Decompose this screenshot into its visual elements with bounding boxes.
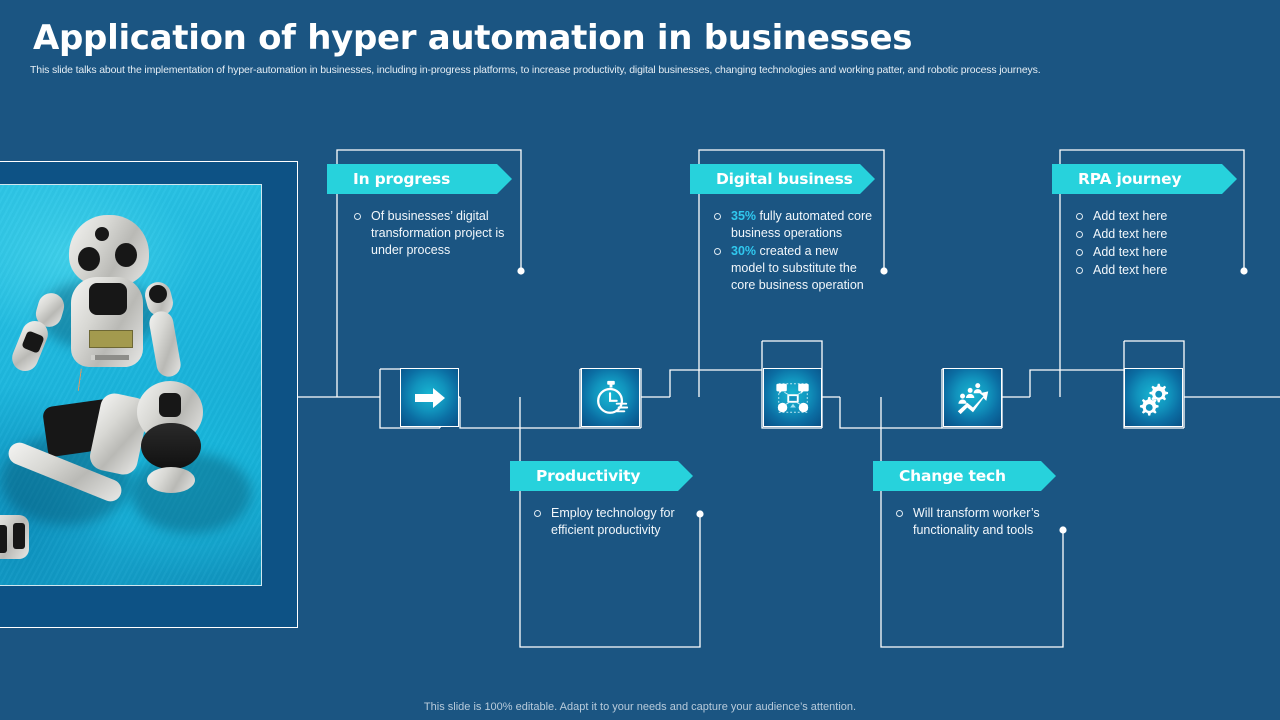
endpoint-dot bbox=[880, 267, 888, 275]
stage-label-text: In progress bbox=[353, 170, 451, 188]
footer-note: This slide is 100% editable. Adapt it to… bbox=[423, 701, 857, 713]
stage-label-digital-business[interactable]: Digital business bbox=[690, 164, 875, 194]
stage-label-productivity[interactable]: Productivity bbox=[510, 461, 693, 491]
stage-bullets-change-tech: Will transform worker’s functionality an… bbox=[892, 505, 1064, 540]
robot-vent bbox=[91, 355, 129, 360]
robot-sensor bbox=[95, 227, 109, 241]
stage-icon-productivity[interactable] bbox=[581, 368, 640, 427]
bullet-text: fully automated core business operations bbox=[731, 209, 873, 240]
bullet-text: Of businesses’ digital transformation pr… bbox=[371, 209, 505, 257]
stage-icon-change-tech[interactable] bbox=[943, 368, 1002, 427]
list-item: Add text here bbox=[1072, 244, 1237, 261]
robot-arm-right-joint bbox=[149, 285, 167, 303]
robot-foot-detail bbox=[13, 523, 25, 549]
stopwatch-icon bbox=[592, 379, 630, 417]
bullet-text: Add text here bbox=[1093, 244, 1168, 259]
robot-wheel-hub bbox=[159, 393, 181, 417]
bullet-text: Employ technology for efficient producti… bbox=[551, 506, 675, 537]
list-item: Add text here bbox=[1072, 262, 1237, 279]
robot-display bbox=[89, 330, 133, 348]
list-item: 35% fully automated core business operat… bbox=[710, 208, 875, 242]
bullet-text: Add text here bbox=[1093, 226, 1168, 241]
bullet-text: created a new model to substitute the co… bbox=[731, 243, 864, 292]
gears-icon bbox=[1135, 379, 1173, 417]
stage-icon-rpa-journey[interactable] bbox=[1124, 368, 1183, 427]
stage-label-text: Digital business bbox=[716, 170, 853, 188]
arrow-right-icon bbox=[413, 385, 447, 411]
robot-eye-right bbox=[115, 243, 137, 267]
growth-people-icon bbox=[954, 379, 992, 417]
list-item: Add text here bbox=[1072, 208, 1237, 225]
stage-bullets-digital-business: 35% fully automated core business operat… bbox=[710, 208, 875, 294]
bullet-percent: 35% bbox=[731, 209, 757, 223]
list-item: 30% created a new model to substitute th… bbox=[710, 243, 875, 294]
stage-bullets-in-progress: Of businesses’ digital transformation pr… bbox=[350, 208, 515, 260]
bullet-percent: 30% bbox=[731, 243, 757, 258]
robot-chest-panel bbox=[89, 283, 127, 315]
stage-icon-in-progress[interactable] bbox=[400, 368, 459, 427]
endpoint-dot bbox=[1059, 526, 1067, 534]
list-item: Of businesses’ digital transformation pr… bbox=[350, 208, 515, 259]
endpoint-dot bbox=[1240, 267, 1248, 275]
list-item: Employ technology for efficient producti… bbox=[530, 505, 695, 539]
network-hub-icon bbox=[774, 379, 812, 417]
stage-label-change-tech[interactable]: Change tech bbox=[873, 461, 1056, 491]
stage-label-in-progress[interactable]: In progress bbox=[327, 164, 512, 194]
bullet-text: Add text here bbox=[1093, 262, 1168, 277]
humanoid-robot-photo bbox=[0, 184, 262, 586]
robot-wheel-tire bbox=[141, 423, 201, 469]
bullet-text: Add text here bbox=[1093, 209, 1168, 223]
list-item: Will transform worker’s functionality an… bbox=[892, 505, 1064, 539]
page-subtitle: This slide talks about the implementatio… bbox=[30, 64, 1041, 76]
endpoint-dot bbox=[517, 267, 525, 275]
robot-foot-detail bbox=[0, 525, 7, 553]
bullet-text: Will transform worker’s functionality an… bbox=[913, 506, 1040, 537]
page-title: Application of hyper automation in busin… bbox=[33, 18, 913, 58]
endpoint-dot bbox=[696, 510, 704, 518]
list-item: Add text here bbox=[1072, 226, 1237, 243]
stage-label-text: RPA journey bbox=[1078, 170, 1182, 188]
stage-bullets-rpa-journey: Add text here Add text here Add text her… bbox=[1072, 208, 1237, 280]
stage-bullets-productivity: Employ technology for efficient producti… bbox=[530, 505, 695, 540]
stage-label-text: Change tech bbox=[899, 467, 1006, 485]
stage-label-rpa-journey[interactable]: RPA journey bbox=[1052, 164, 1237, 194]
stage-icon-digital-business[interactable] bbox=[763, 368, 822, 427]
robot-eye-left bbox=[78, 247, 100, 271]
photo-shadow bbox=[131, 453, 251, 533]
stage-label-text: Productivity bbox=[536, 467, 641, 485]
robot-wheel-bottom bbox=[147, 467, 195, 493]
